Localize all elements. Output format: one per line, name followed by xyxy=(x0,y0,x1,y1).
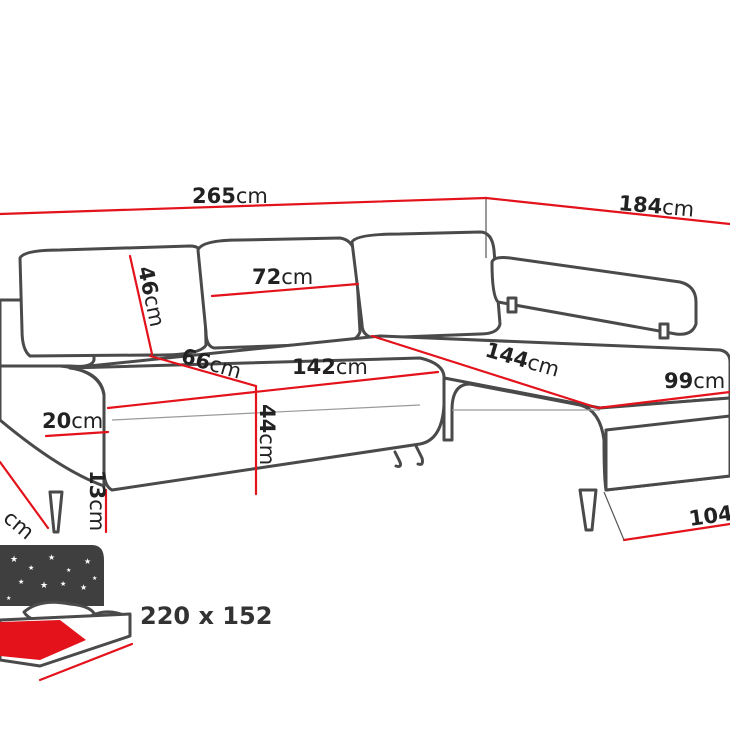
dim-line-seat-depth xyxy=(148,354,258,388)
label-leg-height: 13cm xyxy=(85,470,109,531)
svg-text:★: ★ xyxy=(6,595,11,602)
dim-line-chaise-front xyxy=(596,390,730,410)
dim-line-back-cushion-width xyxy=(210,282,360,298)
dim-line-total-width xyxy=(0,196,488,216)
svg-text:★: ★ xyxy=(40,581,48,591)
storage-box xyxy=(0,545,104,606)
label-chaise-depth: 104 xyxy=(687,501,730,531)
svg-text:★: ★ xyxy=(48,553,55,562)
bed-icon: ★ ★ ★ ★ ★ ★ ★ ★ ★ ★ ★ 220 x 152 xyxy=(0,545,272,682)
label-chaise-front: 99cm xyxy=(664,369,725,393)
label-side-depth: cm xyxy=(0,505,39,544)
bed-area xyxy=(0,620,86,660)
label-seat-width: 142cm xyxy=(292,355,368,379)
dim-line-chaise-length xyxy=(370,334,600,410)
bed-size-label: 220 x 152 xyxy=(140,602,272,630)
dim-line-armrest-height xyxy=(44,430,110,438)
svg-text:★: ★ xyxy=(80,583,87,592)
label-chaise-width: 184cm xyxy=(618,191,696,222)
dimension-lines xyxy=(0,196,730,542)
svg-text:★: ★ xyxy=(28,564,34,572)
svg-text:★: ★ xyxy=(92,575,97,582)
stars-pattern: ★ ★ ★ ★ ★ ★ ★ ★ ★ ★ ★ xyxy=(6,553,97,602)
svg-text:★: ★ xyxy=(66,567,71,574)
label-back-cushion-height: 46cm xyxy=(133,264,169,329)
svg-text:★: ★ xyxy=(84,557,91,566)
dim-line-chaise-depth xyxy=(622,522,730,542)
label-back-cushion-width: 72cm xyxy=(252,265,313,289)
svg-text:★: ★ xyxy=(18,578,24,586)
dim-line-seat-width xyxy=(106,370,440,410)
sofa-outline xyxy=(0,230,730,534)
dim-line-side-depth xyxy=(0,460,50,530)
svg-text:★: ★ xyxy=(60,580,66,588)
label-total-width: 265cm xyxy=(192,184,268,208)
label-armrest-height: 20cm xyxy=(42,409,103,433)
label-seat-height: 44cm xyxy=(255,404,279,465)
dim-line-back-cushion-height xyxy=(128,254,154,356)
svg-text:★: ★ xyxy=(10,555,18,565)
dim-line-chaise-width xyxy=(484,196,730,226)
